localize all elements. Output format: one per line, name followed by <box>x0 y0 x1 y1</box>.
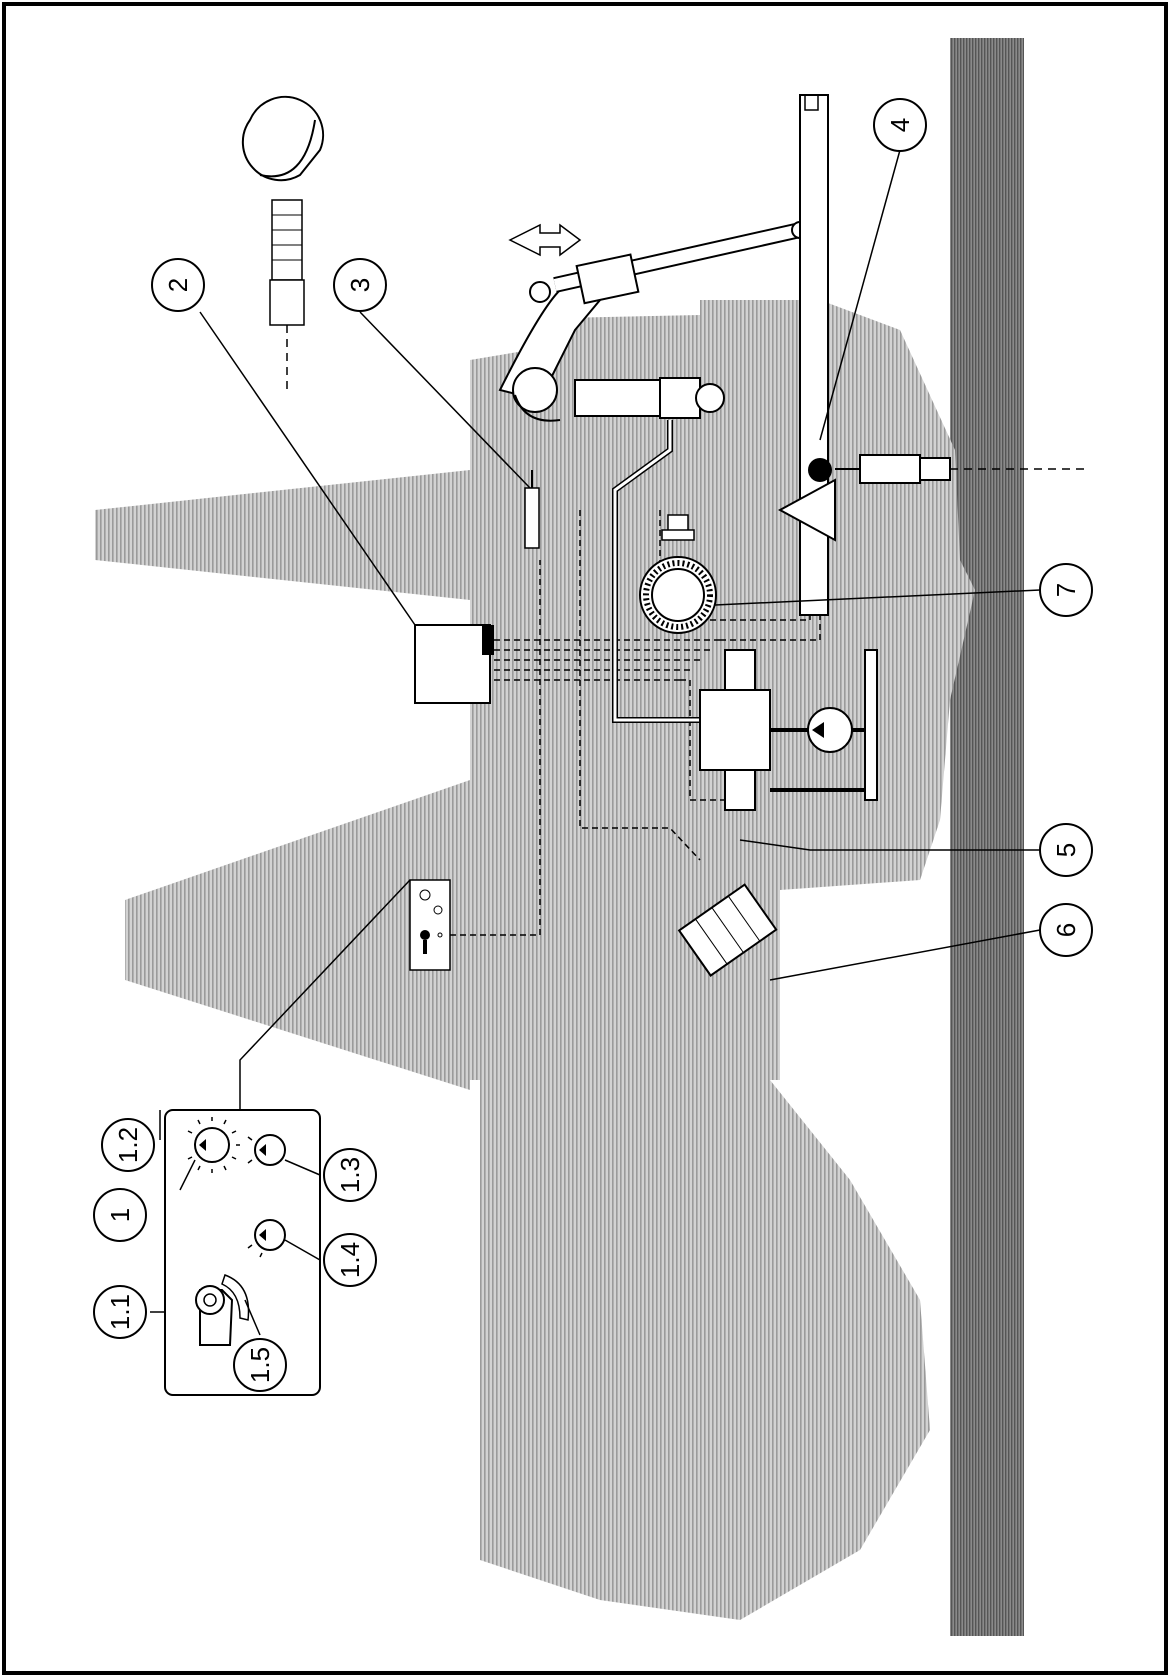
callout-7-label: 7 <box>1051 583 1081 597</box>
callout-1-3-label: 1.3 <box>335 1157 365 1193</box>
callout-1-5-label: 1.5 <box>245 1347 275 1383</box>
callout-1-1-label: 1.1 <box>105 1294 135 1330</box>
callout-2: 2 <box>152 259 204 311</box>
callout-4-label: 4 <box>885 118 915 132</box>
callout-6-label: 6 <box>1051 923 1081 937</box>
callout-2-label: 2 <box>163 278 193 292</box>
callout-1-1: 1.1 <box>94 1286 146 1338</box>
callout-1-2-label: 1.2 <box>113 1127 143 1163</box>
callout-5-label: 5 <box>1051 843 1081 857</box>
callout-3: 3 <box>334 259 386 311</box>
cab-control-panel <box>410 880 450 970</box>
callout-1-4: 1.4 <box>324 1234 376 1286</box>
callout-1: 1 <box>94 1189 146 1241</box>
ground-strip <box>950 38 1024 1636</box>
callout-1-5: 1.5 <box>234 1339 286 1391</box>
callout-6: 6 <box>1040 904 1092 956</box>
electronic-control-unit <box>415 625 494 703</box>
callout-1-2: 1.2 <box>102 1119 154 1171</box>
callout-7: 7 <box>1040 564 1092 616</box>
callout-4: 4 <box>874 99 926 151</box>
callout-1-3: 1.3 <box>324 1149 376 1201</box>
callout-3-label: 3 <box>345 278 375 292</box>
callout-5: 5 <box>1040 824 1092 876</box>
callout-1-label: 1 <box>105 1208 135 1222</box>
callout-1-4-label: 1.4 <box>335 1242 365 1278</box>
